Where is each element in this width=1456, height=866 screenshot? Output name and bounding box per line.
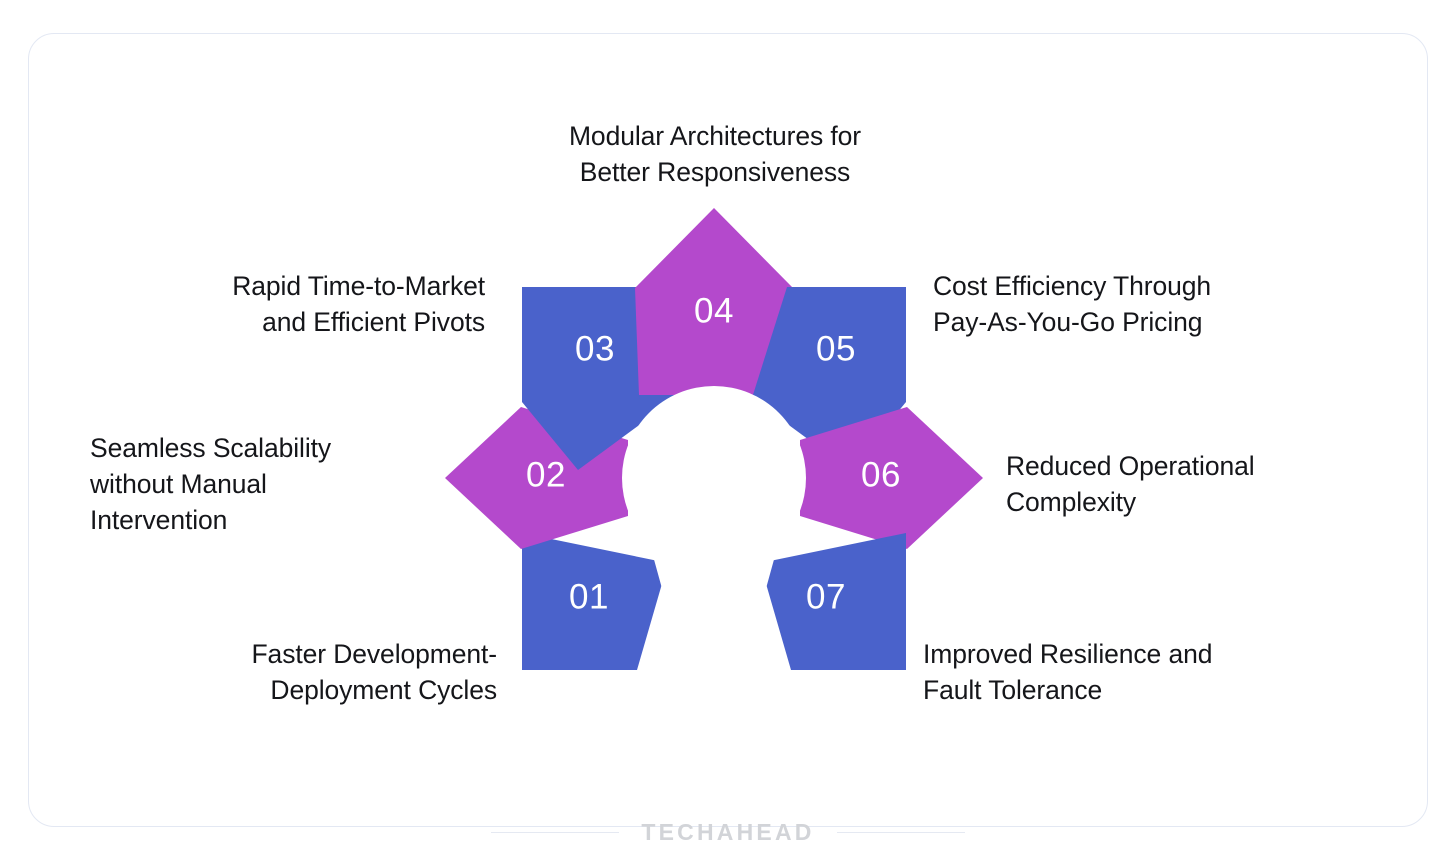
callout-label-06: Reduced Operational Complexity <box>1006 451 1255 517</box>
petal-06[interactable] <box>800 407 983 549</box>
callout-label-03: Rapid Time-to-Market and Efficient Pivot… <box>232 271 485 337</box>
diagram-card <box>28 33 1428 827</box>
callout-label-04: Modular Architectures for Better Respons… <box>568 121 862 187</box>
petal-01[interactable] <box>522 533 668 670</box>
callout-label-01: Faster Development- Deployment Cycles <box>251 639 497 705</box>
callout-label-05: Cost Efficiency Through Pay-As-You-Go Pr… <box>933 271 1212 337</box>
footer-rule-left <box>491 831 620 833</box>
footer-rule-right <box>836 831 965 833</box>
petal-04[interactable] <box>635 208 793 395</box>
petal-07[interactable] <box>760 533 906 670</box>
callout-label-07: Improved Resilience and Fault Tolerance <box>923 639 1213 705</box>
brand-wordmark: TECHAHEAD <box>641 818 815 845</box>
petal-layer <box>445 208 983 670</box>
footer-watermark: TECHAHEAD <box>0 812 1456 852</box>
callout-label-02: Seamless Scalability without Manual Inte… <box>90 433 332 535</box>
